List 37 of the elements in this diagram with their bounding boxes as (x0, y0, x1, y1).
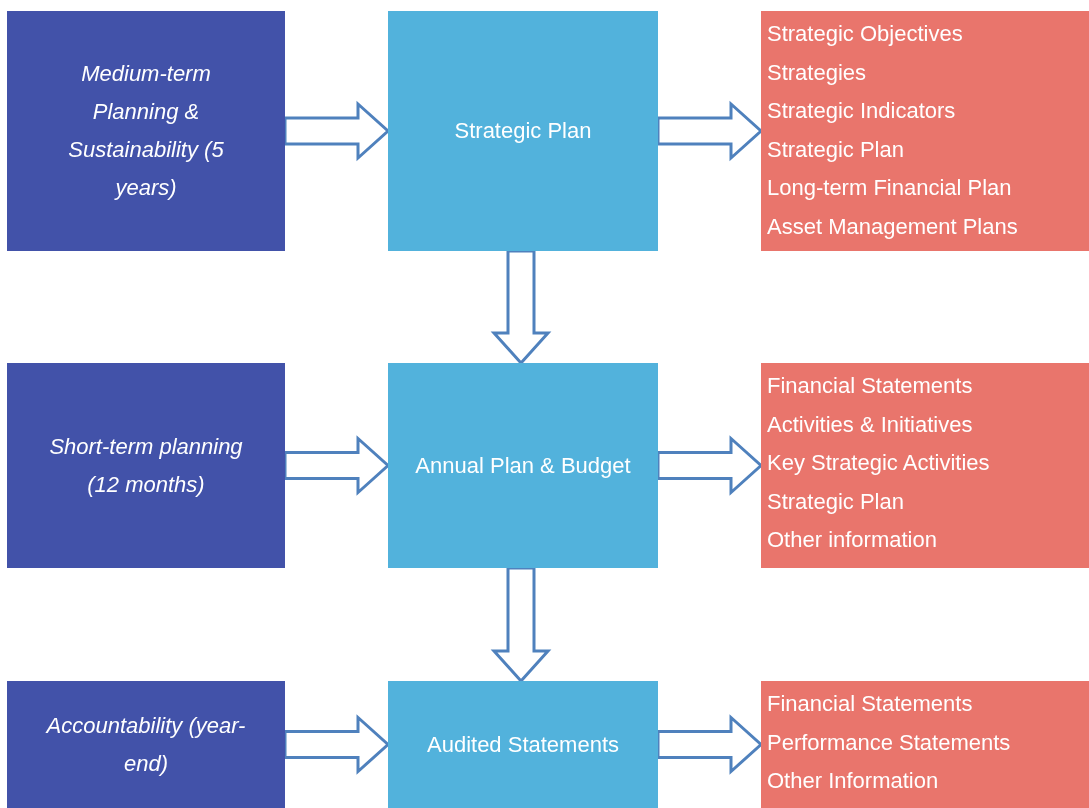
block-arrow (656, 435, 764, 496)
list-item: Strategic Objectives (767, 20, 964, 48)
document-box (388, 363, 658, 568)
list-item: Activities & Initiatives (767, 410, 974, 439)
list-item: Strategies (767, 58, 868, 87)
list-item: Long-term Financial Plan (767, 174, 1013, 202)
box-label: Short-term planning (12 months) (48, 432, 244, 499)
block-arrow (656, 100, 764, 162)
list-item: Strategic Plan (767, 487, 905, 516)
box-label: Medium-term Planning & Sustainability (5 years) (67, 60, 225, 202)
time-horizon-box (7, 363, 285, 568)
contents-box (761, 363, 1089, 568)
list-item: Financial Statements (767, 690, 974, 718)
block-arrow (283, 714, 391, 775)
contents-box (761, 11, 1089, 251)
list-item: Other Information (767, 767, 940, 795)
document-box (388, 11, 658, 251)
box-label: Strategic Plan (454, 118, 592, 144)
box-label: Accountability (year-end) (44, 711, 247, 778)
list-item: Strategic Plan (767, 135, 905, 164)
list-item: Performance Statements (767, 728, 1012, 757)
list-item: Key Strategic Activities (767, 449, 991, 477)
time-horizon-box (7, 11, 285, 251)
block-arrow (490, 566, 552, 684)
block-arrow (656, 714, 764, 775)
list-item: Strategic Indicators (767, 97, 957, 125)
block-arrow (283, 435, 391, 496)
block-arrow (490, 249, 552, 366)
box-label: Audited Statements (427, 731, 619, 758)
block-arrow (283, 100, 391, 162)
document-box (388, 681, 658, 808)
contents-box (761, 681, 1089, 808)
list-item: Financial Statements (767, 372, 974, 400)
list-item: Other information (767, 526, 938, 554)
box-label: Annual Plan & Budget (415, 452, 631, 479)
time-horizon-box (7, 681, 285, 808)
list-item: Asset Management Plans (767, 212, 1019, 241)
